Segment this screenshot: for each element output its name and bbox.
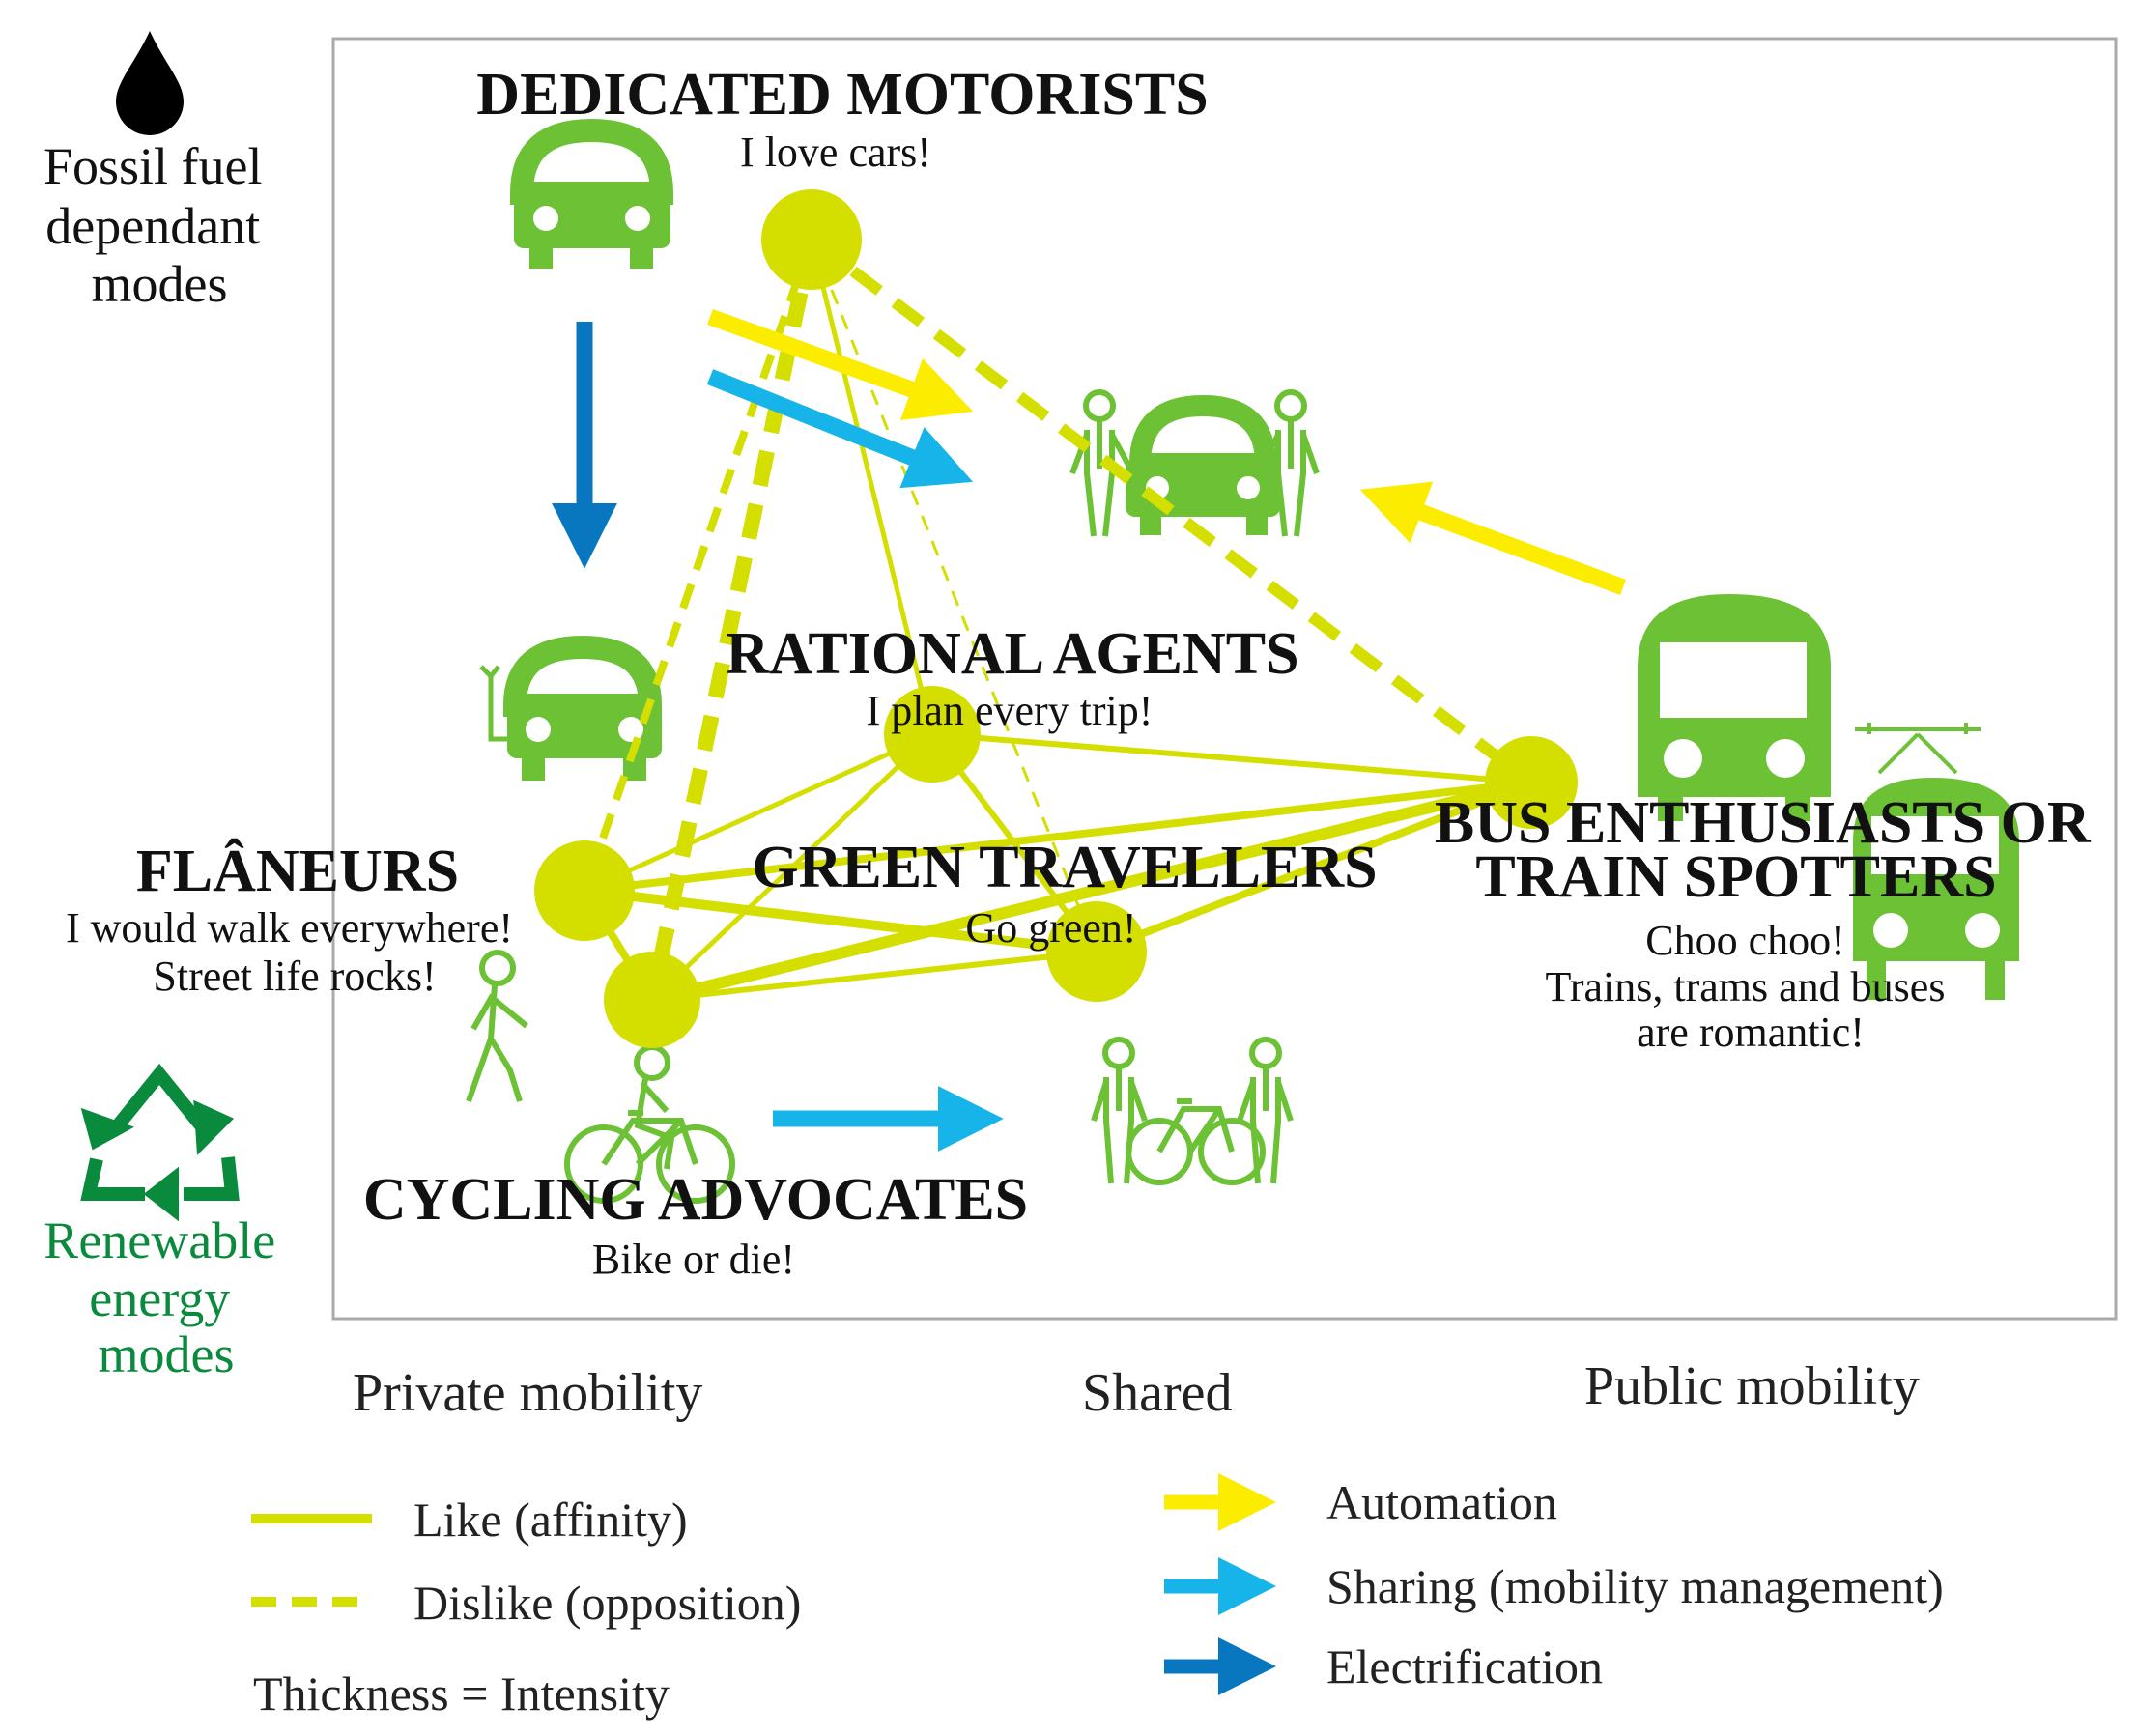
group-quote-bus: Choo choo! Trains, trams and buses are r…	[1546, 917, 1956, 1056]
node-dedicated-motorists	[761, 189, 862, 290]
axis-label-shared: Shared	[1082, 1363, 1233, 1423]
fuel-drop-icon	[116, 31, 184, 135]
dislike-edge	[581, 238, 815, 893]
automation-arrow-car	[707, 309, 974, 421]
diagram-frame	[331, 37, 2118, 1321]
dislike-edge	[810, 239, 1098, 953]
automation-arrow-bus	[1359, 481, 1626, 595]
group-name-motorists: DEDICATED MOTORISTS	[476, 62, 1208, 128]
group-name-cycling: CYCLING ADVOCATES	[363, 1167, 1028, 1233]
legend: Like (affinity) Dislike (opposition) Thi…	[251, 1473, 1944, 1721]
sharing-arrow-car	[706, 369, 974, 489]
like-edge	[651, 949, 1098, 1003]
tram-icon	[1853, 723, 2019, 1000]
recycle-icon	[80, 1063, 240, 1222]
node-bus-enthusiasts	[1485, 736, 1578, 829]
group-quote-rational: I plan every trip!	[867, 687, 1154, 734]
group-quote-green: Go green!	[965, 904, 1136, 952]
group-name-flaneurs: FLÂNEURS	[136, 839, 459, 904]
electric-car-icon	[479, 635, 663, 781]
fossil-fuel-label: Fossil fuel dependant modes	[43, 137, 275, 313]
group-name-bus: BUS ENTHUSIASTS OR TRAIN SPOTTERS	[1435, 790, 2105, 910]
group-name-rational: RATIONAL AGENTS	[726, 621, 1298, 687]
group-quote-flaneurs: I would walk everywhere! Street life roc…	[66, 904, 524, 1000]
legend-dislike-label: Dislike (opposition)	[413, 1576, 801, 1630]
node-rational-agents	[884, 686, 981, 783]
node-green-travellers	[1046, 901, 1147, 1002]
bus-icon	[1638, 594, 1831, 821]
dislike-edge	[808, 235, 1535, 787]
legend-automation-label: Automation	[1326, 1475, 1557, 1529]
group-quote-motorists: I love cars!	[740, 128, 931, 176]
like-edge	[583, 731, 934, 894]
group-name-green: GREEN TRAVELLERS	[752, 835, 1377, 900]
shared-bike-icon	[1091, 1037, 1294, 1185]
cyclist-icon	[564, 1044, 735, 1204]
like-edge	[1095, 779, 1533, 955]
dislike-edge	[644, 238, 819, 1002]
car-icon	[509, 118, 674, 269]
network-nodes	[534, 189, 1578, 1048]
legend-sharing-label: Sharing (mobility management)	[1326, 1559, 1944, 1613]
node-cycling-advocates	[604, 952, 700, 1048]
axis-label-private: Private mobility	[353, 1363, 702, 1423]
pedestrian-icon	[466, 950, 528, 1103]
like-edge	[584, 779, 1532, 895]
legend-like-label: Like (affinity)	[413, 1493, 688, 1547]
like-edge	[650, 777, 1533, 1006]
axis-label-public: Public mobility	[1584, 1356, 1920, 1416]
legend-electrification-label: Electrification	[1326, 1639, 1603, 1693]
renewable-energy-label: Renewable energy modes	[43, 1211, 288, 1383]
like-edge	[931, 731, 1532, 785]
node-flaneurs	[534, 840, 635, 941]
like-edge	[809, 239, 935, 735]
legend-thickness-label: Thickness = Intensity	[253, 1666, 670, 1721]
group-quote-cycling: Bike or die!	[592, 1236, 795, 1283]
